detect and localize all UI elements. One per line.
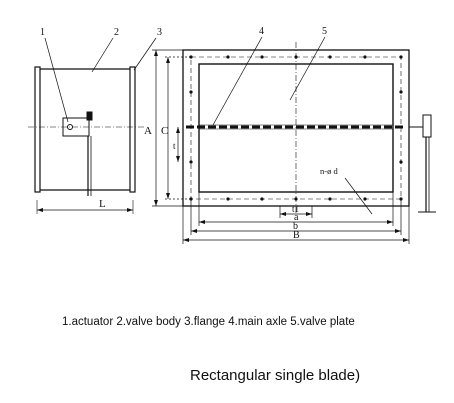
side-view bbox=[28, 37, 157, 214]
dim-label-t: t bbox=[173, 141, 176, 151]
dim-label-C: C bbox=[161, 125, 168, 137]
actuator-box bbox=[62, 117, 90, 137]
callout-3: 3 bbox=[157, 27, 162, 38]
actuator-side bbox=[422, 114, 432, 138]
actuator-bracket bbox=[86, 111, 93, 121]
right-flange bbox=[129, 66, 136, 193]
dim-label-A: A bbox=[144, 125, 152, 137]
callout-1: 1 bbox=[40, 27, 45, 38]
bolt-holes bbox=[189, 55, 403, 201]
left-flange bbox=[34, 66, 41, 193]
callout-5: 5 bbox=[322, 26, 327, 37]
leader-1 bbox=[44, 37, 69, 123]
component-legend: 1.actuator 2.valve body 3.flange 4.main … bbox=[62, 316, 355, 328]
valve-technical-drawing: 1 2 3 4 5 L A C t t1 a b B n-ø d bbox=[28, 26, 436, 244]
dim-label-holes: n-ø d bbox=[320, 166, 338, 176]
dim-label-t1: t1 bbox=[292, 204, 299, 214]
figure-title: Rectangular single blade) bbox=[190, 367, 361, 384]
dim-label-a: a bbox=[294, 212, 299, 223]
leader-2 bbox=[91, 37, 114, 73]
callout-4: 4 bbox=[259, 26, 264, 37]
callout-2: 2 bbox=[114, 27, 119, 38]
dim-label-L: L bbox=[99, 198, 106, 210]
front-dimensions bbox=[152, 36, 410, 244]
actuator-shaft bbox=[67, 124, 73, 130]
dim-label-B: B bbox=[293, 230, 300, 241]
leader-3 bbox=[133, 37, 157, 71]
dim-label-b: b bbox=[293, 221, 298, 232]
front-view bbox=[182, 42, 436, 214]
